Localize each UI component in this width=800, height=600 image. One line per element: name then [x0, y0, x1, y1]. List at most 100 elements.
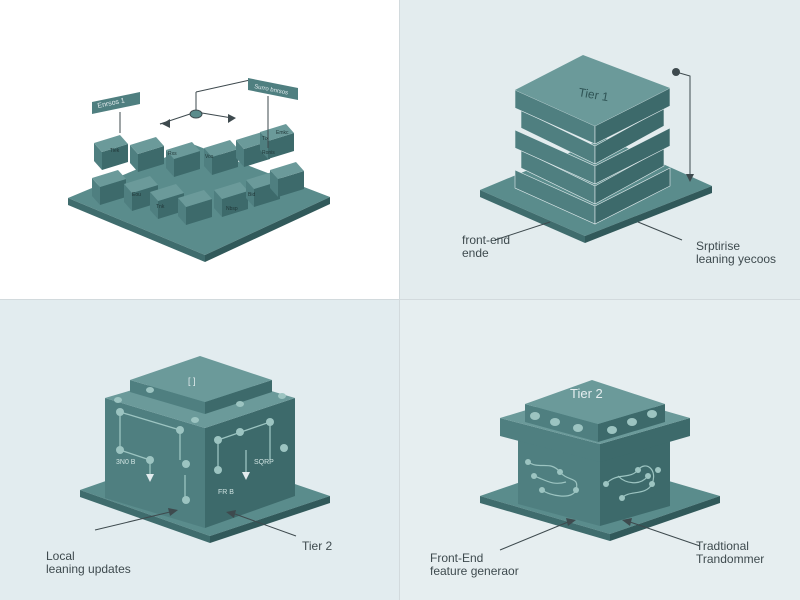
caption-front-end-generator: Front-End feature generaor: [430, 552, 519, 578]
circuit-nodes-right: [603, 467, 661, 501]
block-label: Eou: [132, 192, 141, 198]
leader-line-left: [499, 521, 569, 551]
cube-face: [212, 149, 238, 175]
caption-traditional-transformer: Tradtional Trandommer: [696, 540, 764, 566]
cube-face: [138, 146, 164, 172]
callout-right: Surro bnrsos: [248, 78, 298, 100]
caption-line: Trandommer: [696, 552, 765, 566]
stack-top-face: [515, 55, 670, 126]
cap-right-face: [205, 380, 272, 414]
block-title: Tier 2: [570, 386, 603, 401]
local-learning-diagram: [ ] 3N0 B: [80, 356, 330, 543]
cube-face: [158, 193, 184, 219]
panel-divider-vertical: [399, 0, 400, 600]
tier2-block-diagram: Tier 2: [480, 380, 720, 551]
cap-top-face: [130, 356, 272, 402]
stack-title: Tier 1: [577, 85, 610, 104]
arrow-right-icon: [168, 508, 178, 516]
modular-blocks-diagram: Enrsos 1 Surro bnrsos Tiek Rxs Vos Ronis…: [68, 78, 330, 262]
leader-line-right: [629, 521, 701, 547]
base-plate-left: [80, 490, 210, 543]
block-label: Tiek: [110, 148, 120, 154]
arrow-left-icon: [226, 510, 236, 518]
caption-front-end: front-end ende: [462, 234, 510, 260]
collar-right-face: [600, 418, 690, 462]
block-label: Ronis: [262, 150, 275, 156]
leader-line-right: [234, 513, 297, 537]
cube-face: [166, 142, 200, 159]
leader-line-right: [637, 221, 683, 241]
caption-tier2: Tier 2: [302, 540, 332, 553]
circuit-nodes-right: [214, 418, 288, 474]
cap-dots: [530, 410, 657, 434]
caption-local-learning: Local leaning updates: [46, 550, 131, 576]
caption-line: Front-End: [430, 551, 484, 565]
caption-line: Tier 2: [302, 539, 333, 553]
cap-glyph: [ ]: [188, 376, 196, 386]
cube-face: [92, 170, 126, 187]
panel-modular-blocks: Enrsos 1 Surro bnrsos Tiek Rxs Vos Ronis…: [0, 0, 400, 300]
arrow-down-icon: [686, 174, 694, 182]
panel-local-learning: [ ] 3N0 B: [0, 300, 400, 600]
caption-line: feature generaor: [430, 564, 519, 578]
leader-line-left: [494, 221, 551, 241]
panel-divider-horizontal: [0, 299, 800, 300]
leader-line-left: [94, 511, 171, 531]
arrow-left-icon: [622, 518, 632, 526]
panel-tier1-stack: Tier 1 front-end ende Srptirise leaning …: [400, 0, 800, 300]
cube-face: [94, 135, 128, 152]
cube-face: [174, 151, 200, 177]
caption-line: leaning yecoos: [696, 252, 777, 266]
block-label: Tix: [262, 136, 269, 142]
cube-face: [204, 140, 238, 157]
arrow-right-icon: [228, 114, 236, 123]
panel-tier2-block: Tier 2: [400, 300, 800, 600]
caption-line: leaning updates: [46, 562, 131, 576]
caption-line: Tradtional: [696, 539, 749, 553]
base-plate-left: [480, 496, 610, 541]
block-label: Tnk: [156, 204, 165, 210]
block-right-face: [205, 398, 295, 528]
cube-face: [102, 144, 128, 170]
top-dots: [114, 387, 286, 423]
arrow-right-icon: [566, 518, 576, 526]
base-plate-right: [205, 197, 330, 262]
block-label: Nbsp: [226, 206, 238, 212]
base-plate-left: [68, 198, 205, 262]
cube-face: [186, 199, 212, 225]
block-labels: Tiek Rxs Vos Ronis Eou Tnk Nbsp Bid Tix …: [110, 130, 289, 212]
cap-top-face: [525, 380, 665, 424]
cube-face: [268, 133, 294, 159]
arrow-down-icon: [146, 474, 154, 482]
base-plate-right: [585, 186, 712, 243]
pivot-node-icon: [189, 109, 203, 119]
pointer-line: [675, 71, 691, 178]
block-label: Bid: [248, 192, 255, 198]
right-face-text-2: SQRP: [254, 459, 274, 466]
layer-stack: [514, 87, 671, 225]
cube-face: [214, 182, 248, 199]
cube-grid: [92, 124, 304, 225]
callout-left: Enrsos 1: [92, 92, 140, 114]
base-plate-left: [480, 190, 585, 243]
cube-face: [100, 179, 126, 205]
circuit-right: [605, 465, 655, 499]
cube-face: [130, 137, 164, 154]
caption-enterprise: Srptirise leaning yecoos: [696, 240, 776, 266]
stack-layer: [594, 127, 671, 185]
caption-line: front-end: [462, 233, 511, 247]
circuit-nodes-left: [525, 459, 579, 493]
stack-layer: [594, 167, 671, 225]
right-face-text: FR B: [218, 489, 234, 496]
circuit-nodes-left: [116, 408, 190, 504]
arrow-down-icon: [242, 472, 250, 480]
arrow-left-icon: [162, 119, 170, 128]
caption-line: Local: [46, 549, 75, 563]
tier1-stack-diagram: Tier 1: [480, 55, 712, 243]
cube-face: [124, 176, 158, 193]
cube-face: [150, 184, 184, 201]
base-plate-right: [610, 496, 720, 541]
caption-line: Srptirise: [696, 239, 741, 253]
cube-face: [222, 191, 248, 217]
block-label: Emkc: [276, 130, 289, 136]
